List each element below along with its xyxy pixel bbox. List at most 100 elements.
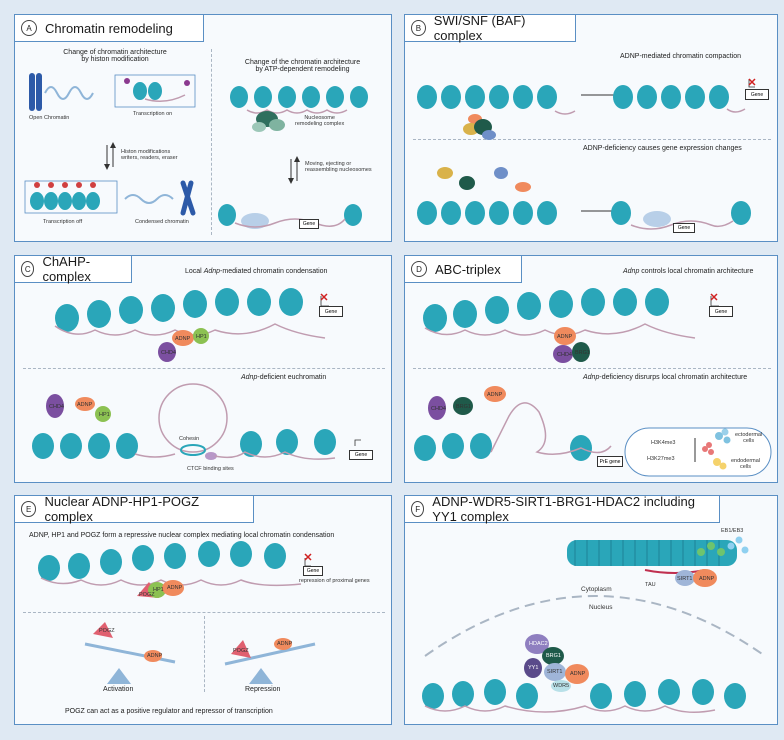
e-activation-pogz-label: POGZ [99,628,115,634]
panel-a: A Chromatin remodeling Change of chromat… [14,14,392,242]
panel-b: B SWI/SNF (BAF) complex ADNP-mediated ch… [404,13,778,242]
e-complex [137,580,184,598]
d-h3k27-label: H3K27me3 [647,456,675,462]
chromosome-icon [29,73,42,111]
e-repression-pogz-label: POGZ [233,648,249,654]
f-eb-label: EB1/EB3 [721,528,744,534]
eb-proteins [697,536,749,556]
gene-box-e: Gene [303,566,323,576]
panel-e-art [38,541,316,684]
c-adnp-label: ADNP [175,336,191,342]
c-nucleosomes-top [55,288,303,332]
c-cohesin-label: Cohesin [179,436,200,442]
d-h3k4-label: H3K4me3 [651,440,676,446]
panel-a-title: Chromatin remodeling [45,20,173,36]
gene-box-d-pre: PrE gene [597,456,623,467]
b-nucleosomes-top-left [417,85,557,109]
panel-a-letter: A [21,20,37,36]
d-controls-italic: Adnp [623,268,640,275]
f-complex [524,634,589,692]
panel-d-art [414,288,772,477]
f-wdr5-label: WDR5 [553,683,570,689]
repression-seesaw [224,638,316,684]
atp-title: Change of the chromatin architecture by … [244,59,361,73]
atp-nucleosomes-bottom [218,204,362,229]
open-chromatin-label: Open Chromatin [29,115,70,121]
f-adnp-nuclear-label: ADNP [570,671,586,677]
panel-b-title: SWI/SNF (BAF) complex [433,13,526,43]
f-hdac2-label: HDAC2 [529,641,548,647]
f-brg1-label: BRG1 [546,653,561,659]
b-nucleosomes-top-right [613,85,729,109]
remodeling-complex-label: Nucleosome remodeling complex [295,115,345,127]
c-adnp-free-label: ADNP [77,402,93,408]
histone-title: Change of chromatin architecture by hist… [63,49,167,63]
condensed-label: Condensed chromatin [135,219,189,225]
panel-c-title: ChAHP-complex [42,254,91,284]
panel-b-tab: B SWI/SNF (BAF) complex [404,13,576,43]
c-deficient-post: -deficient euchromatin [257,374,327,381]
microtubule [567,540,737,566]
deficiency-label: ADNP-deficiency causes gene expression c… [583,145,742,152]
d-endodermal-label: endodermal cells [731,458,761,470]
gene-box-b-top: Gene [745,89,769,100]
compaction-label: ADNP-mediated chromatin compaction [620,53,741,60]
c-condensation-pre: Local [185,268,204,275]
c-complex-top [158,328,209,362]
c-free-subunits [46,394,111,422]
panel-d-divider [413,368,771,369]
panel-c-letter: C [21,261,35,277]
e-repression-adnp-label: ADNP [277,641,293,647]
c-condensation-post: -mediated chromatin condensation [220,268,328,275]
panel-c-art [32,288,361,460]
c-chd4-free-label: CHD4 [49,404,64,410]
panel-e-tab: E Nuclear ADNP-HP1-POGZ complex [14,494,254,524]
b-nucleosomes-bottom-right [611,201,751,227]
c-deficient-italic: Adnp [241,374,258,381]
panel-e-letter: E [21,501,37,517]
d-complex-top [553,327,590,363]
e-subtitle: ADNP, HP1 and POGZ form a repressive nuc… [29,532,335,539]
d-adnp-free-label: ADNP [487,392,503,398]
panel-f: F ADNP-WDR5-SIRT1-BRG1-HDAC2 including Y… [404,494,778,725]
gene-box-c-top: Gene [319,306,343,317]
c-chd4-label: CHD4 [161,350,176,356]
panel-e-divider-v [204,616,205,692]
c-deficient-label: Adnp-deficient euchromatin [241,374,326,381]
c-ctcf-label: CTCF binding sites [187,466,234,472]
d-brg1-free-label: BRG1 [456,404,471,410]
e-repression-proximal-label: repression of proximal genes [299,578,370,584]
e-nucleosomes [38,541,286,581]
b-free-subunits [437,167,531,192]
gene-box-d-top: Gene [709,306,733,317]
panel-e-divider [23,612,385,613]
c-condensation-italic: Adnp [203,268,221,275]
f-tau-label: TAU [645,582,656,588]
d-disrupts-italic: Adnp [583,374,600,381]
panel-d-tab: D ABC-triplex [404,255,522,283]
f-yy1-label: YY1 [528,665,539,671]
d-controls-post: controls local chromatin architecture [639,268,754,275]
d-adnp-label: ADNP [557,334,573,340]
f-sirt1-label: SIRT1 [677,576,693,582]
e-activation-adnp-label: ADNP [147,653,163,659]
panel-c: C ChAHP-complex Local Adnp-mediated chro… [14,254,392,483]
panel-c-tab: C ChAHP-complex [14,254,132,284]
panel-f-letter: F [411,501,425,517]
panel-d-letter: D [411,261,427,277]
d-ectodermal-label: ectodermal cells [735,432,763,444]
panel-d-title: ABC-triplex [435,261,501,277]
atp-nucleosomes-top [230,86,368,108]
d-controls-label: Adnp controls local chromatin architectu… [623,268,753,275]
b-complex [463,114,496,140]
remodeling-complex-icon [252,111,285,132]
d-brg1-label: BRG1 [575,350,590,356]
modifications-label: Histon modifications writers, readers, e… [121,149,178,161]
gene-box-b-bottom: Gene [673,223,695,233]
c-hp1-label: HP1 [196,334,207,340]
f-cytoplasm-label: Cytoplasm [581,586,612,593]
e-hp1-label: HP1 [153,587,164,593]
c-hp1-free-label: HP1 [99,412,110,418]
d-nucleosomes-bottom [414,433,592,461]
